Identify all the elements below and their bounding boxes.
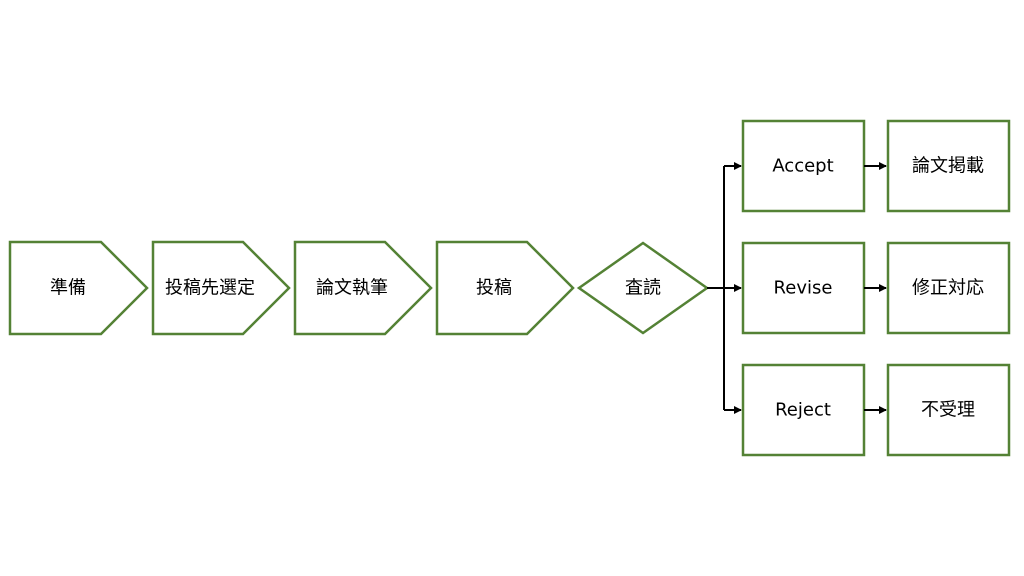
step-venue-selection: 投稿先選定 bbox=[151, 240, 291, 336]
result-fix-label: 修正対応 bbox=[912, 278, 984, 299]
step-prep-shape bbox=[8, 240, 149, 336]
step-submission-shape bbox=[435, 240, 575, 336]
result-nonaccept-box bbox=[886, 363, 1011, 457]
result-publish-label: 論文掲載 bbox=[912, 156, 984, 177]
step-submission-label: 投稿 bbox=[476, 278, 512, 299]
step-writing: 論文執筆 bbox=[293, 240, 433, 336]
outcome-revise-label: Revise bbox=[774, 278, 833, 299]
result-fix-box bbox=[886, 241, 1011, 335]
outcome-accept: Accept bbox=[741, 119, 866, 213]
branch-connectors bbox=[707, 162, 742, 414]
decision-review-label: 査読 bbox=[625, 278, 661, 299]
outcome-reject: Reject bbox=[741, 363, 866, 457]
outcome-reject-label: Reject bbox=[775, 400, 831, 421]
outcome-accept-label: Accept bbox=[772, 156, 833, 177]
step-writing-label: 論文執筆 bbox=[316, 278, 388, 299]
step-submission: 投稿 bbox=[435, 240, 575, 336]
result-connectors bbox=[864, 162, 887, 414]
step-venue-selection-shape bbox=[151, 240, 291, 336]
result-publish: 論文掲載 bbox=[886, 119, 1011, 213]
result-fix: 修正対応 bbox=[886, 241, 1011, 335]
step-writing-shape bbox=[293, 240, 433, 336]
decision-review: 査読 bbox=[576, 241, 710, 335]
result-nonaccept: 不受理 bbox=[886, 363, 1011, 457]
step-prep: 準備 bbox=[8, 240, 149, 336]
outcome-revise: Revise bbox=[741, 241, 866, 335]
result-nonaccept-label: 不受理 bbox=[921, 400, 975, 421]
step-venue-selection-label: 投稿先選定 bbox=[165, 278, 255, 299]
result-publish-box bbox=[886, 119, 1011, 213]
decision-review-shape bbox=[576, 241, 710, 335]
step-prep-label: 準備 bbox=[50, 278, 86, 299]
